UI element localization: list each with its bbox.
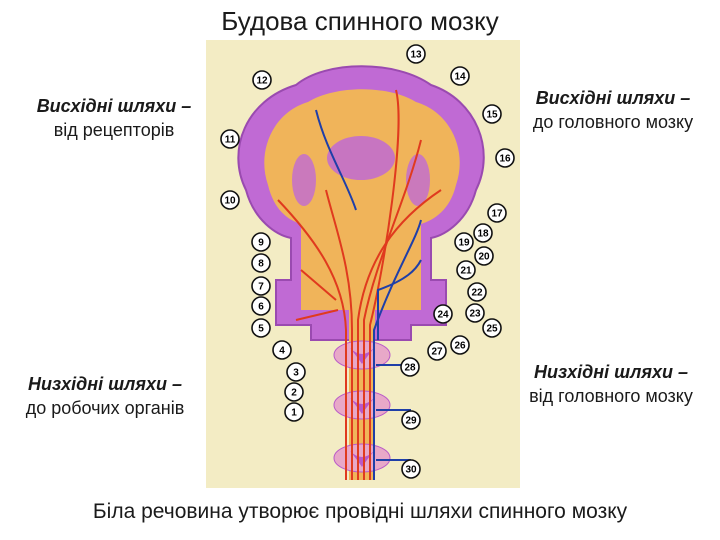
cord-section-middle bbox=[334, 391, 390, 419]
ascending-from-receptors-sub: від рецепторів bbox=[14, 118, 214, 142]
left-nucleus bbox=[292, 154, 316, 206]
ascending-to-brain-sub: до головного мозку bbox=[508, 110, 718, 134]
spinal-cord-illustration bbox=[206, 40, 520, 488]
descending-to-organs-label: Низхідні шляхи – до робочих органів bbox=[4, 372, 206, 420]
descending-from-brain-title: Низхідні шляхи – bbox=[506, 360, 716, 384]
footer-caption: Біла речовина утворює провідні шляхи спи… bbox=[0, 500, 720, 524]
ascending-from-receptors-title: Висхідні шляхи – bbox=[14, 94, 214, 118]
descending-to-organs-title: Низхідні шляхи – bbox=[4, 372, 206, 396]
descending-from-brain-label: Низхідні шляхи – від головного мозку bbox=[506, 360, 716, 408]
ascending-to-brain-label: Висхідні шляхи – до головного мозку bbox=[508, 86, 718, 134]
ascending-from-receptors-label: Висхідні шляхи – від рецепторів bbox=[14, 94, 214, 142]
spinal-cord-drawing bbox=[206, 40, 520, 488]
thalamus bbox=[327, 136, 395, 180]
cord-section-lower bbox=[334, 444, 390, 472]
page-title: Будова спинного мозку bbox=[0, 6, 720, 37]
ascending-to-brain-title: Висхідні шляхи – bbox=[508, 86, 718, 110]
descending-to-organs-sub: до робочих органів bbox=[4, 396, 206, 420]
descending-from-brain-sub: від головного мозку bbox=[506, 384, 716, 408]
